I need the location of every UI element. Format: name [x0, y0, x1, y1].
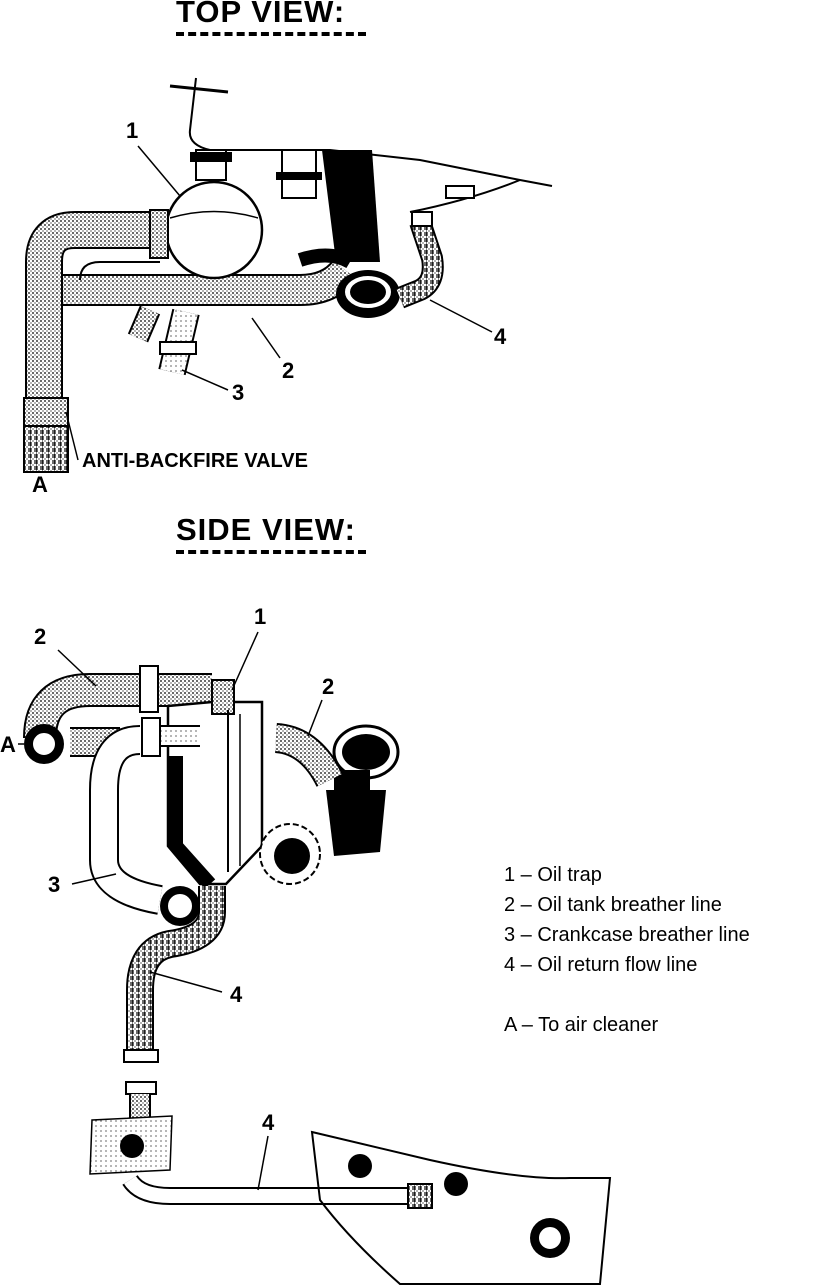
top-oil-trap	[164, 180, 264, 280]
side-callout-a: A	[0, 732, 16, 757]
legend-spacer	[504, 980, 750, 1010]
side-callout-4-lower: 4	[262, 1110, 275, 1135]
legend-item-oil-trap: 1 – Oil trap	[504, 864, 602, 886]
top-view-heading-rule	[176, 32, 366, 36]
top-black-tube	[322, 150, 380, 262]
top-callout-3: 3	[232, 380, 245, 405]
anti-backfire-valve	[23, 397, 69, 427]
legend-item-oil-return: 4 – Oil return flow line	[504, 954, 698, 976]
legend: 1 – Oil trap 2 – Oil tank breather line …	[504, 860, 750, 1040]
top-callout-4: 4	[494, 324, 507, 349]
top-callout-1: 1	[126, 118, 139, 143]
side-callout-2-left: 2	[34, 624, 47, 649]
legend-note-air-cleaner: A – To air cleaner	[504, 1014, 659, 1036]
side-callout-3: 3	[48, 872, 61, 897]
top-frame-outline	[169, 84, 229, 94]
side-callout-1: 1	[254, 604, 267, 629]
top-callout-a: A	[32, 472, 48, 497]
side-callout-2-right: 2	[322, 674, 335, 699]
top-callout-2: 2	[282, 358, 295, 383]
side-callout-4-upper: 4	[230, 982, 243, 1007]
side-view-heading: SIDE VIEW:	[176, 512, 356, 547]
side-view-heading-rule	[176, 550, 366, 554]
legend-item-oil-tank-breather: 2 – Oil tank breather line	[504, 894, 722, 916]
side-black-tube	[326, 790, 386, 856]
legend-item-crankcase-breather: 3 – Crankcase breather line	[504, 924, 750, 946]
side-view-drawing	[18, 631, 612, 1285]
anti-backfire-valve-label: ANTI-BACKFIRE VALVE	[82, 450, 308, 472]
top-view-heading: TOP VIEW:	[176, 0, 346, 29]
top-view-drawing	[23, 77, 553, 473]
